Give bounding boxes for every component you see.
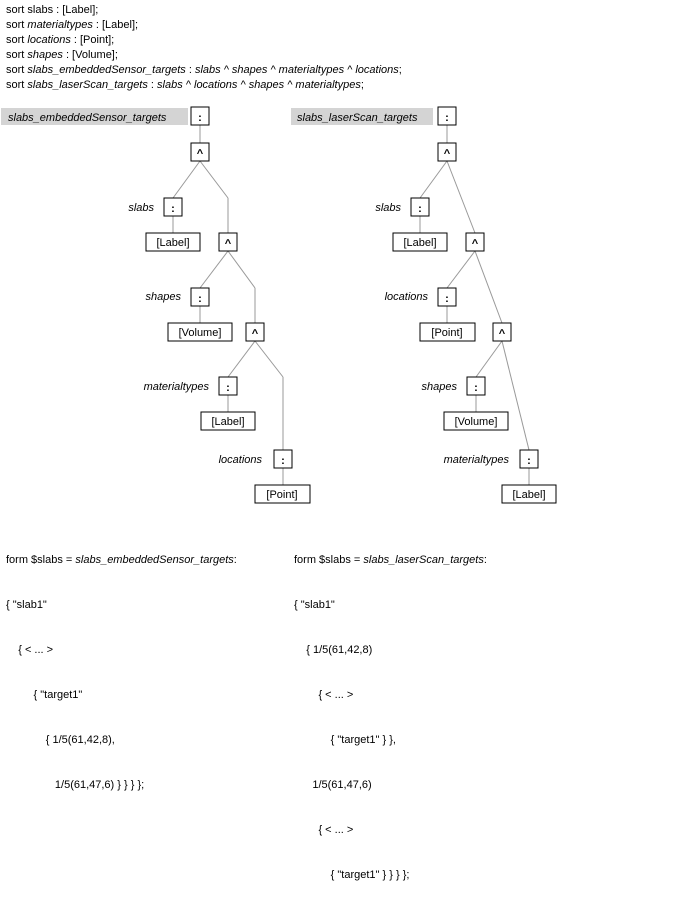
root-label-highlight xyxy=(1,108,188,125)
caret-symbol: ^ xyxy=(444,148,451,160)
product-node xyxy=(492,322,512,342)
type-label: [Label] xyxy=(403,237,436,249)
caret-symbol: ^ xyxy=(225,238,232,250)
form-embedded-sensor: form $slabs = slabs_embeddedSensor_targe… xyxy=(6,523,237,808)
colon-node xyxy=(273,449,293,469)
tree-edges xyxy=(172,125,284,485)
caret-symbol: ^ xyxy=(252,328,259,340)
type-label: [Volume] xyxy=(179,327,222,339)
caret-symbol: ^ xyxy=(197,148,204,160)
form-line: { "target1" } }, xyxy=(294,734,396,746)
form-line: { "slab1" xyxy=(294,599,335,611)
form-header: form $slabs = slabs_embeddedSensor_targe… xyxy=(6,554,237,566)
product-node xyxy=(245,322,265,342)
colon-symbol: : xyxy=(198,112,202,124)
type-node xyxy=(254,484,311,504)
form-line: { 1/5(61,42,8), xyxy=(6,734,115,746)
colon-symbol: : xyxy=(474,382,478,394)
declaration-line: sort materialtypes : [Label]; xyxy=(6,19,139,31)
sort-name: locations xyxy=(219,454,263,466)
declaration-line: sort shapes : [Volume]; xyxy=(6,49,118,61)
sort-name: shapes xyxy=(422,381,458,393)
form-laser-scan: form $slabs = slabs_laserScan_targets: {… xyxy=(294,523,487,898)
colon-node xyxy=(163,197,183,217)
colon-node xyxy=(190,287,210,307)
form-line: { "target1" xyxy=(6,689,83,701)
sort-name: locations xyxy=(385,291,429,303)
type-node xyxy=(501,484,557,504)
form-line: 1/5(61,47,6) xyxy=(294,779,372,791)
declaration-line: sort slabs_embeddedSensor_targets : slab… xyxy=(6,64,402,76)
root-label-highlight xyxy=(291,108,433,125)
sort-declarations: sort slabs : [Label]; sort materialtypes… xyxy=(6,3,402,93)
type-label: [Label] xyxy=(211,416,244,428)
product-node xyxy=(190,142,210,162)
colon-node xyxy=(519,449,539,469)
colon-node xyxy=(437,106,457,126)
colon-symbol: : xyxy=(527,455,531,467)
form-header: form $slabs = slabs_laserScan_targets: xyxy=(294,554,487,566)
type-label: [Label] xyxy=(512,489,545,501)
colon-symbol: : xyxy=(226,382,230,394)
form-line: 1/5(61,47,6) } } } }; xyxy=(6,779,145,791)
tree-edges xyxy=(419,125,530,485)
type-label: [Point] xyxy=(431,327,462,339)
colon-node xyxy=(466,376,486,396)
type-label: [Label] xyxy=(156,237,189,249)
sort-name: slabs xyxy=(128,202,154,214)
sort-name: slabs xyxy=(375,202,401,214)
form-line: { 1/5(61,42,8) xyxy=(294,644,373,656)
colon-symbol: : xyxy=(171,203,175,215)
colon-node xyxy=(437,287,457,307)
product-node xyxy=(465,232,485,252)
sort-tree-diagram: slabs_embeddedSensor_targets : ^ slabs :… xyxy=(1,106,557,504)
form-line: { < ... > xyxy=(294,689,354,701)
colon-symbol: : xyxy=(445,293,449,305)
type-node xyxy=(145,232,201,252)
caret-symbol: ^ xyxy=(499,328,506,340)
type-node xyxy=(200,411,256,431)
type-label: [Point] xyxy=(266,489,297,501)
declaration-line: sort locations : [Point]; xyxy=(6,34,115,46)
colon-symbol: : xyxy=(198,293,202,305)
tree-embedded-sensor: slabs_embeddedSensor_targets : ^ slabs :… xyxy=(1,106,311,504)
type-node xyxy=(419,322,476,342)
tree-laser-scan: slabs_laserScan_targets : ^ slabs : [Lab… xyxy=(291,106,557,504)
declaration-line: sort slabs : [Label]; xyxy=(6,4,99,16)
declaration-line: sort slabs_laserScan_targets : slabs ^ l… xyxy=(6,79,364,91)
type-label: [Volume] xyxy=(455,416,498,428)
root-label: slabs_embeddedSensor_targets xyxy=(8,112,167,124)
form-line: { < ... > xyxy=(294,824,354,836)
type-node xyxy=(443,411,509,431)
caret-symbol: ^ xyxy=(472,238,479,250)
form-line: { "slab1" xyxy=(6,599,47,611)
type-node xyxy=(392,232,448,252)
root-label: slabs_laserScan_targets xyxy=(297,112,418,124)
colon-symbol: : xyxy=(445,112,449,124)
type-node xyxy=(167,322,233,342)
product-node xyxy=(218,232,238,252)
sort-name: shapes xyxy=(146,291,182,303)
form-line: { < ... > xyxy=(6,644,54,656)
colon-symbol: : xyxy=(281,455,285,467)
sort-name: materialtypes xyxy=(444,454,510,466)
colon-symbol: : xyxy=(418,203,422,215)
colon-node xyxy=(190,106,210,126)
product-node xyxy=(437,142,457,162)
colon-node xyxy=(410,197,430,217)
form-line: { "target1" } } } }; xyxy=(294,869,410,881)
sort-name: materialtypes xyxy=(144,381,210,393)
colon-node xyxy=(218,376,238,396)
